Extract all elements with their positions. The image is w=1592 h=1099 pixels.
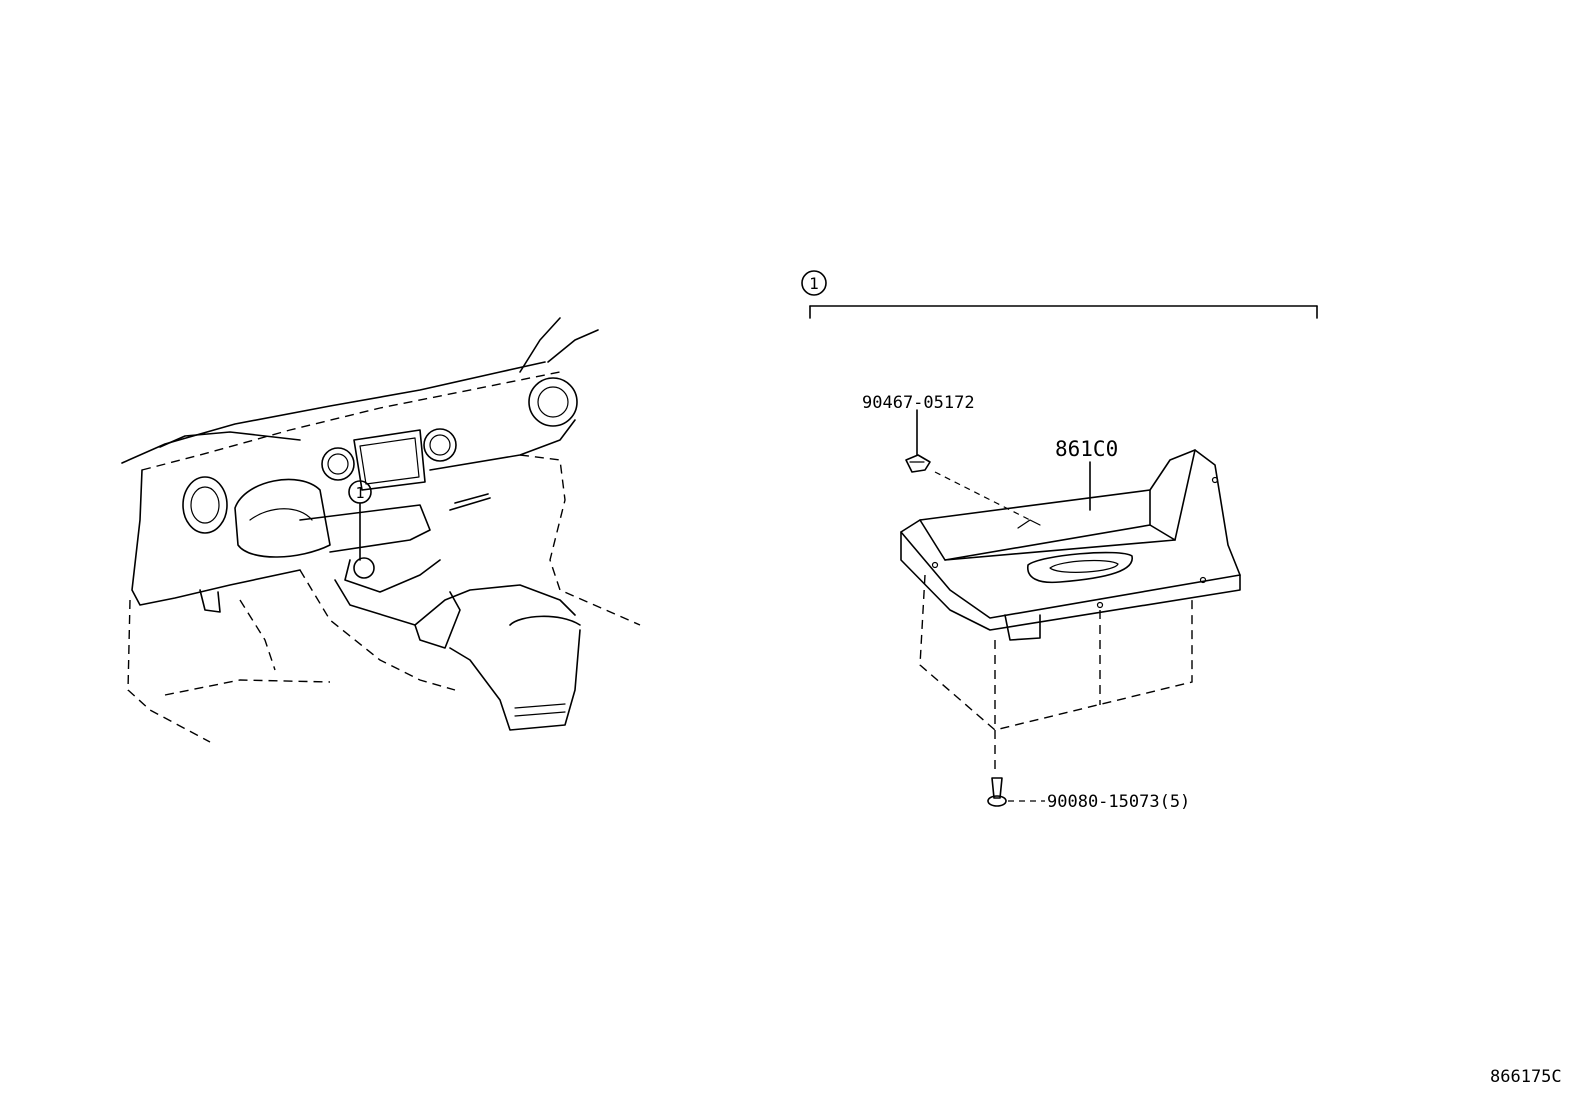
bracket-callout-label: 1 xyxy=(809,274,819,293)
overview-callout-label: 1 xyxy=(355,484,364,502)
screw-part-illustration xyxy=(987,777,1045,807)
callout-bracket xyxy=(801,270,1318,319)
figure-id: 866175C xyxy=(1490,1067,1562,1087)
clip-part-illustration xyxy=(905,409,1031,521)
tray-part-illustration xyxy=(900,449,1241,770)
screw-part-number: 90080-15073(5) xyxy=(1047,792,1190,812)
dashboard-overview-illustration xyxy=(121,317,641,743)
tray-part-number: 861C0 xyxy=(1055,437,1118,461)
clip-part-number: 90467-05172 xyxy=(862,393,975,413)
